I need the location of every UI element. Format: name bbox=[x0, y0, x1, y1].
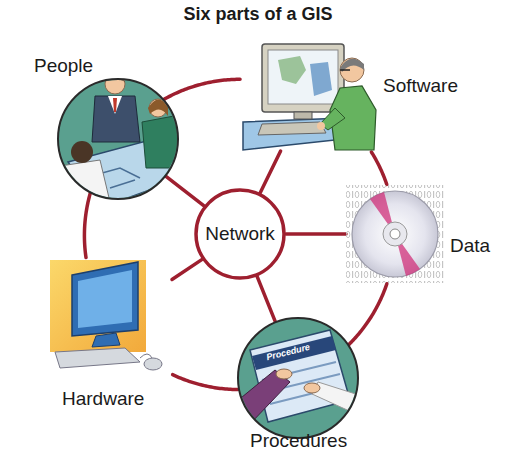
component-node: People bbox=[58, 79, 178, 199]
network-circle: Network bbox=[194, 188, 286, 280]
network-spoke bbox=[172, 260, 202, 280]
component-node: Software bbox=[241, 39, 375, 151]
people-illustration bbox=[58, 74, 188, 208]
component-label: People bbox=[34, 55, 93, 77]
component-node: Hardware bbox=[48, 258, 172, 384]
ring-arc bbox=[371, 152, 386, 184]
component-label: Data bbox=[450, 235, 490, 257]
ring-arc bbox=[164, 79, 240, 99]
component-label: Procedures bbox=[250, 430, 347, 452]
network-spoke bbox=[286, 232, 346, 236]
diagram-title: Six parts of a GIS bbox=[0, 3, 516, 25]
component-node: Data bbox=[346, 185, 444, 283]
network-spoke bbox=[257, 277, 275, 323]
hardware-illustration bbox=[50, 260, 162, 370]
ring-arc bbox=[173, 375, 238, 390]
component-label: Software bbox=[383, 75, 458, 97]
ring-arc bbox=[349, 284, 387, 345]
network-ring bbox=[196, 190, 284, 278]
data-illustration bbox=[346, 185, 444, 283]
node-label: Network bbox=[205, 223, 275, 245]
component-node: Procedures bbox=[238, 318, 358, 438]
network-spoke bbox=[165, 176, 203, 206]
component-label: Hardware bbox=[62, 388, 144, 410]
ring-arc bbox=[84, 193, 90, 257]
procedures-illustration bbox=[236, 318, 362, 438]
network-spoke bbox=[260, 151, 280, 193]
software-illustration bbox=[243, 44, 376, 150]
